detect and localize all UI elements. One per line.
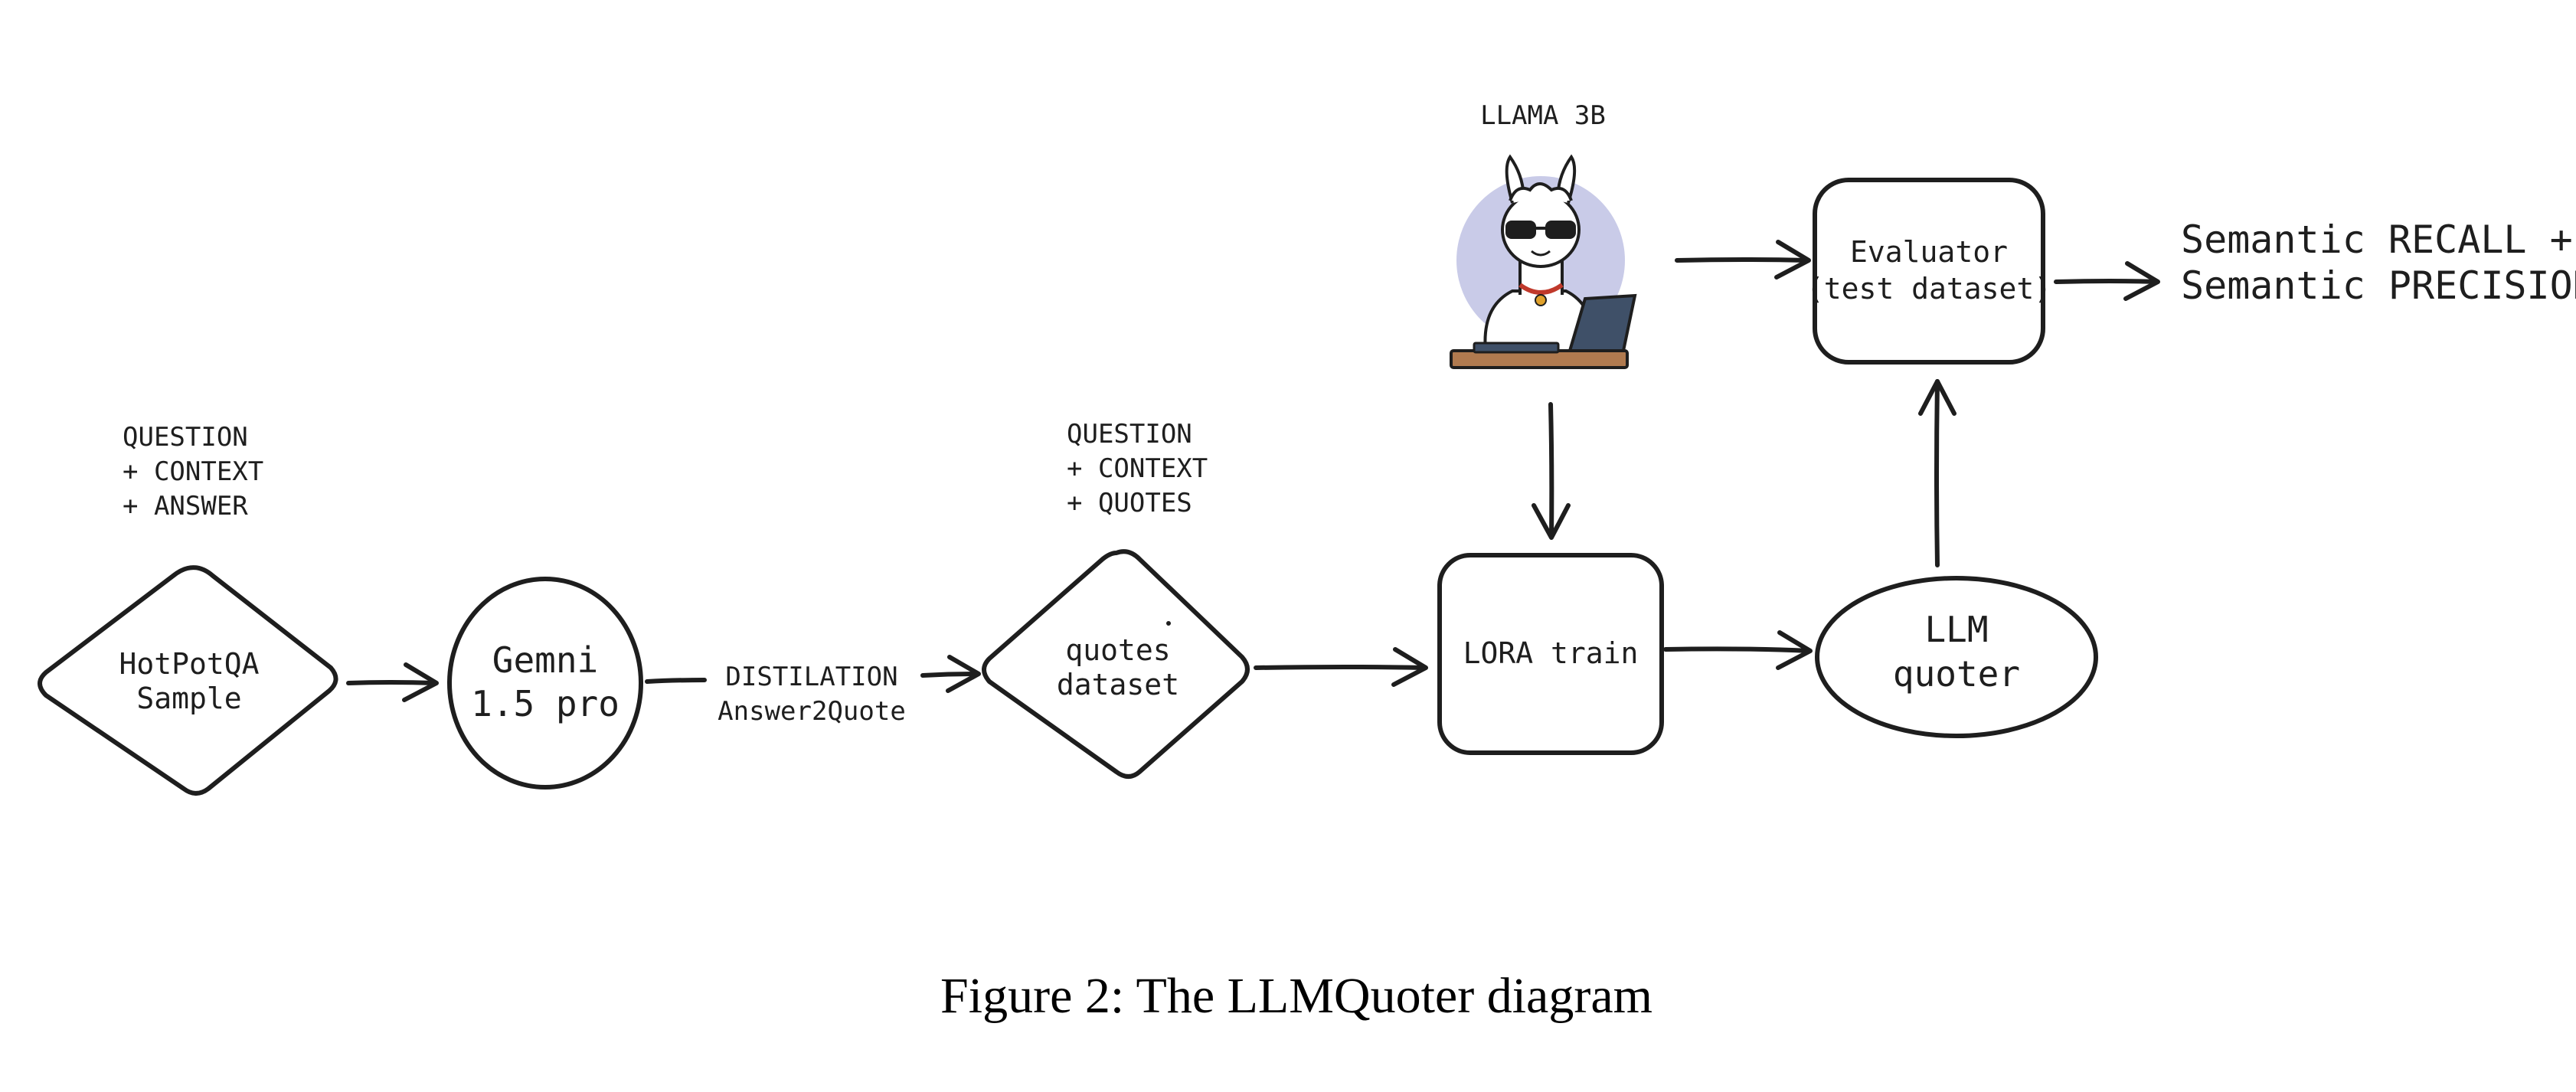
gemini-circle-shape (447, 577, 643, 790)
llm-quoter-ellipse-shape (1815, 576, 2098, 738)
hotpotqa-label-line-1: HotPotQA (119, 647, 259, 681)
arrow-evaluator-to-metrics (2054, 261, 2160, 301)
quotes-label-line-2: dataset (1057, 668, 1179, 701)
arrow-quotes-to-lora (1254, 647, 1428, 687)
input-fields-annotation: QUESTION + CONTEXT + ANSWER (123, 422, 263, 521)
arrow-hotpotqa-to-gemini (346, 662, 439, 702)
llama-glasses-left (1505, 221, 1536, 239)
distillation-line-1: DISTILATION (725, 662, 897, 692)
evaluator-label-line-1: Evaluator (1850, 235, 2008, 269)
lora-rect-shape (1437, 553, 1664, 755)
evaluator-label-line-2: (test dataset) (1806, 272, 2051, 306)
arrow-llama-to-evaluator (1675, 240, 1811, 280)
llama-label: LLAMA 3B (1480, 100, 1606, 131)
evaluator-node: Evaluator (test dataset) (1806, 178, 2051, 365)
output-fields-line-3: + QUOTES (1067, 488, 1192, 518)
output-fields-annotation: QUESTION + CONTEXT + QUOTES (1067, 419, 1208, 518)
quotes-dot (1166, 621, 1171, 626)
lora-label: LORA train (1463, 636, 1639, 670)
llama-mouth (1531, 250, 1551, 257)
evaluator-rect-shape (1813, 178, 2045, 365)
hotpotqa-diamond-shape (38, 565, 338, 796)
lora-train-node: LORA train (1437, 553, 1664, 755)
input-fields-line-2: + CONTEXT (123, 456, 263, 487)
quotes-dataset-node: quotes dataset (982, 549, 1250, 779)
hotpotqa-sample-node: HotPotQA Sample (38, 565, 338, 796)
metrics-line-2: Semantic PRECISION (2181, 263, 2576, 308)
llama-fluff (1509, 182, 1573, 201)
llama-keyboard (1473, 342, 1560, 354)
gemini-node: Gemni 1.5 pro (447, 577, 643, 790)
quotes-label-line-1: quotes (1065, 633, 1170, 667)
arrow-llmquoter-to-evaluator (1918, 379, 1957, 567)
metrics-line-1: Semantic RECALL + (2181, 217, 2573, 262)
gemini-label-line-1: Gemni (492, 639, 598, 681)
metrics-annotation: Semantic RECALL + Semantic PRECISION (2181, 217, 2576, 308)
gemini-label-line-2: 1.5 pro (471, 683, 619, 724)
output-fields-line-2: + CONTEXT (1067, 453, 1208, 484)
quotes-diamond-shape (982, 549, 1250, 779)
distillation-line-2: Answer2Quote (718, 696, 906, 727)
llm-quoter-node: LLM quoter (1815, 576, 2098, 738)
llama-collar (1518, 283, 1564, 295)
llama-node: LLAMA 3B (1450, 100, 1637, 369)
hotpotqa-label-line-2: Sample (136, 682, 241, 715)
distillation-annotation: DISTILATION Answer2Quote (718, 662, 906, 727)
llama-glasses-right (1545, 221, 1576, 239)
llama-icon (1450, 154, 1637, 369)
input-fields-line-3: + ANSWER (123, 491, 248, 521)
output-fields-line-1: QUESTION (1067, 419, 1192, 450)
llama-laptop (1568, 293, 1637, 352)
arrow-lora-to-llmquoter (1663, 630, 1813, 670)
arrow-gemini-to-quotes (645, 655, 981, 693)
input-fields-line-1: QUESTION (123, 422, 248, 453)
llm-quoter-label-line-2: quoter (1893, 653, 2020, 695)
arrow-llama-to-lora (1532, 402, 1571, 540)
figure-caption: Figure 2: The LLMQuoter diagram (940, 968, 1652, 1024)
llama-tag (1535, 294, 1547, 306)
llm-quoter-label-line-1: LLM (1924, 609, 1988, 650)
